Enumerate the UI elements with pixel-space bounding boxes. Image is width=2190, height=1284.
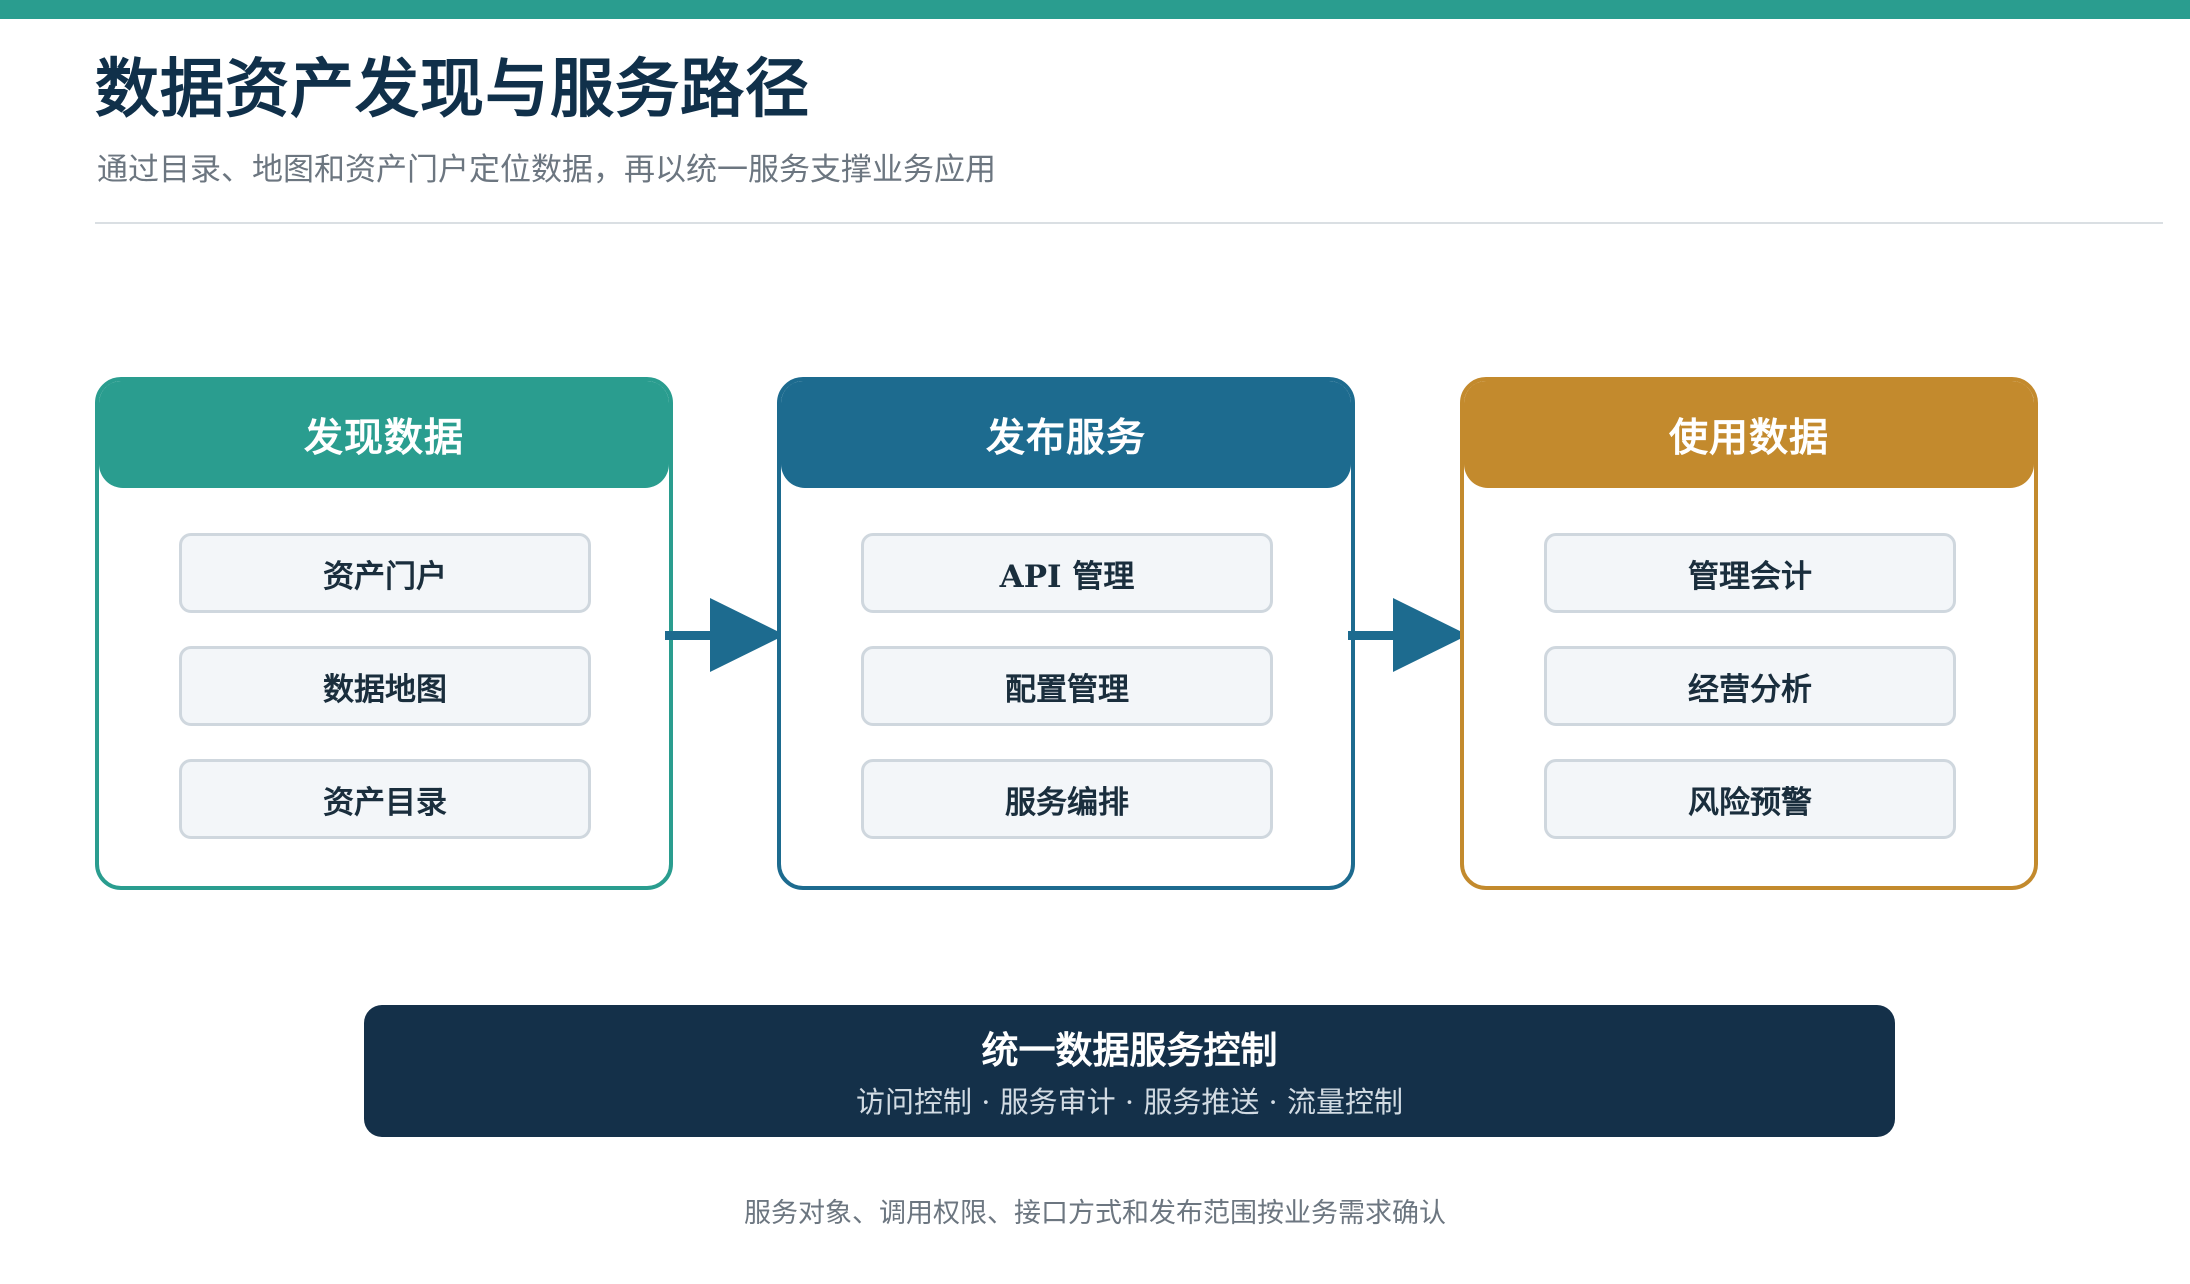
header-divider	[95, 222, 2163, 224]
item-management-accounting: 管理会计	[1544, 533, 1956, 613]
flow-arrow-2	[1348, 598, 1468, 672]
page-title: 数据资产发现与服务路径	[95, 52, 810, 127]
stage-use-data-header: 使用数据	[1464, 381, 2034, 488]
stage-use-data: 使用数据 管理会计 经营分析 风险预警	[1460, 377, 2038, 890]
stage-discover-data: 发现数据 资产门户 数据地图 资产目录	[95, 377, 673, 890]
control-title: 统一数据服务控制	[981, 1028, 1278, 1072]
control-subtitle: 访问控制 · 服务审计 · 服务推送 · 流量控制	[856, 1085, 1403, 1119]
unified-service-control: 统一数据服务控制 访问控制 · 服务审计 · 服务推送 · 流量控制	[364, 1005, 1895, 1137]
flow-arrow-1	[665, 598, 785, 672]
stage-publish-service: 发布服务 API 管理 配置管理 服务编排	[777, 377, 1355, 890]
item-business-analysis: 经营分析	[1544, 646, 1956, 726]
footnote: 服务对象、调用权限、接口方式和发布范围按业务需求确认	[744, 1198, 1446, 1229]
stage-publish-service-header: 发布服务	[781, 381, 1351, 488]
stage-discover-data-header: 发现数据	[99, 381, 669, 488]
top-accent-bar	[0, 0, 2190, 19]
item-asset-catalog: 资产目录	[179, 759, 591, 839]
item-risk-warning: 风险预警	[1544, 759, 1956, 839]
item-data-map: 数据地图	[179, 646, 591, 726]
item-service-orchestration: 服务编排	[861, 759, 1273, 839]
item-api-management: API 管理	[861, 533, 1273, 613]
item-config-management: 配置管理	[861, 646, 1273, 726]
page-subtitle: 通过目录、地图和资产门户定位数据，再以统一服务支撑业务应用	[97, 152, 996, 188]
item-asset-portal: 资产门户	[179, 533, 591, 613]
